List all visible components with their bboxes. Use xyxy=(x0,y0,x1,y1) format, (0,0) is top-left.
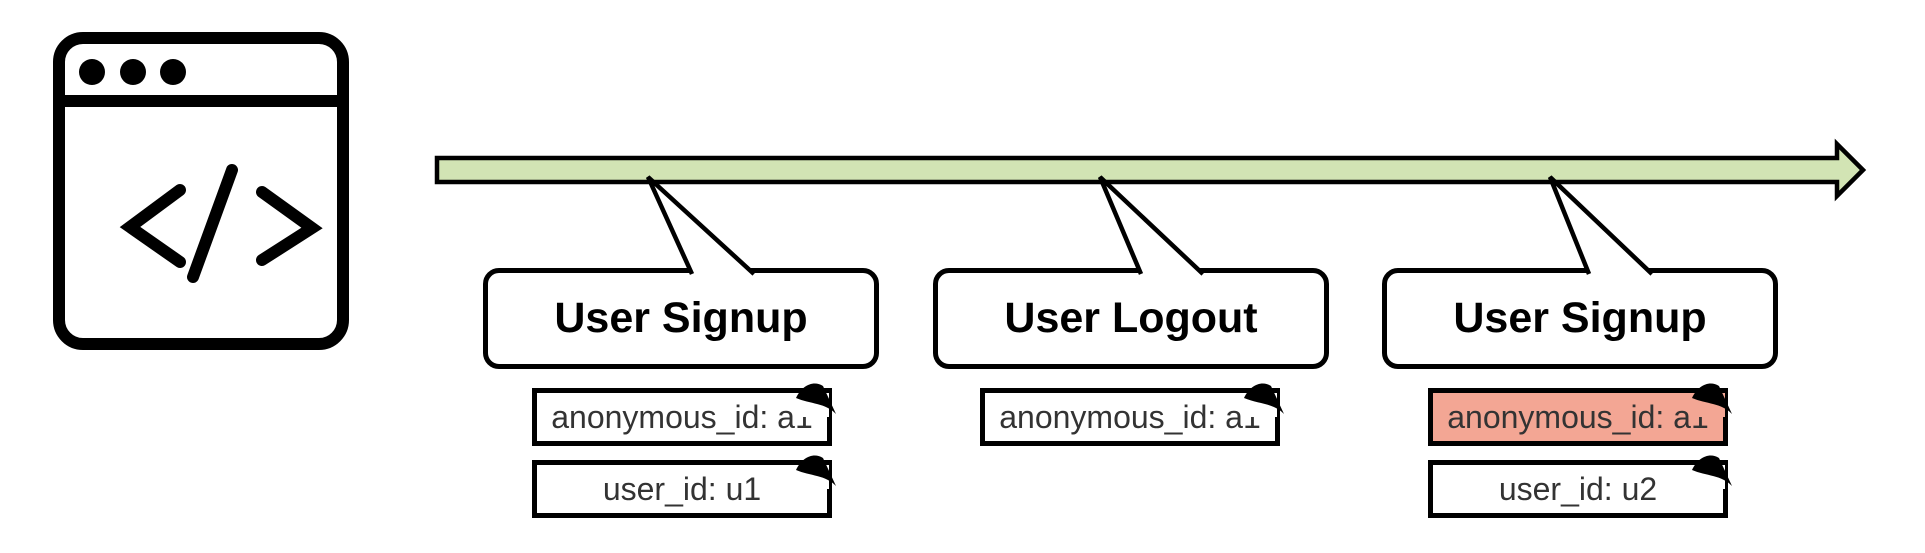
callout-tail xyxy=(1547,175,1654,276)
event-bubble-user-signup-2: User Signup xyxy=(1382,268,1778,369)
event-title: User Signup xyxy=(554,294,808,342)
event1-tag-user-id: user_id: u1 xyxy=(532,455,836,518)
browser-dots-icon xyxy=(79,59,186,85)
tag-label: anonymous_id: a1 xyxy=(551,398,813,435)
browser-window-frame xyxy=(53,32,349,350)
tag-label: anonymous_id: a1 xyxy=(1447,398,1709,435)
tag-label: anonymous_id: a1 xyxy=(999,398,1261,435)
page-curl-icon xyxy=(796,455,836,489)
event3-tag-user-id: user_id: u2 xyxy=(1428,455,1732,518)
event1-tag-anonymous-id: anonymous_id: a1 xyxy=(532,383,836,446)
callout-tail xyxy=(1097,175,1205,276)
code-glyph-icon xyxy=(119,164,323,283)
event-bubble-user-signup-1: User Signup xyxy=(483,268,879,369)
page-curl-icon xyxy=(1692,455,1732,489)
callout-tail xyxy=(645,175,756,276)
event3-tag-anonymous-id: anonymous_id: a1 xyxy=(1428,383,1732,446)
event-title: User Logout xyxy=(1004,294,1258,342)
tag-label: user_id: u1 xyxy=(602,470,762,507)
tag-label: user_id: u2 xyxy=(1498,470,1658,507)
timeline-arrow xyxy=(434,138,1867,202)
event-title: User Signup xyxy=(1453,294,1707,342)
event2-tag-anonymous-id: anonymous_id: a1 xyxy=(980,383,1284,446)
event-bubble-user-logout: User Logout xyxy=(933,268,1329,369)
browser-code-icon xyxy=(53,32,349,350)
